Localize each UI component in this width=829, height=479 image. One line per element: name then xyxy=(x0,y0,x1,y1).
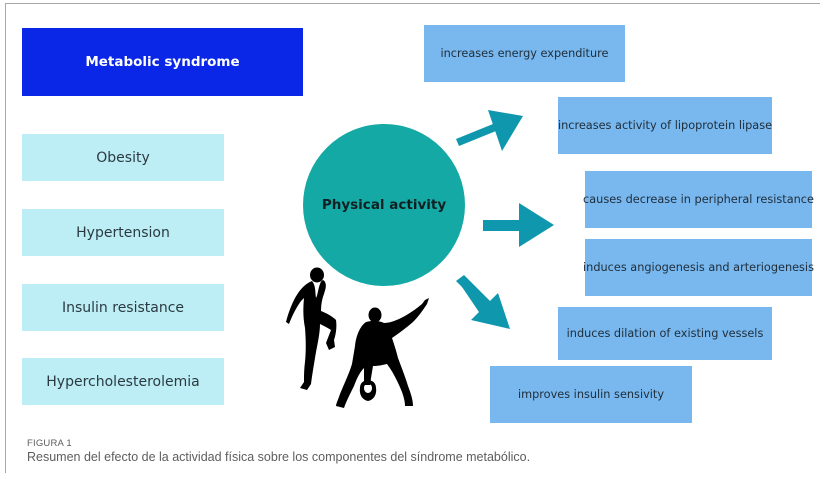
condition-label: Hypercholesterolemia xyxy=(46,373,200,390)
effect-box-angiogenesis: induces angiogenesis and arteriogenesis xyxy=(583,239,814,296)
figure-caption: FIGURA 1 Resumen del efecto de la activi… xyxy=(27,438,530,464)
effect-label: improves insulin sensivity xyxy=(517,388,665,401)
condition-box-obesity: Obesity xyxy=(22,134,224,181)
arrow-icon xyxy=(483,203,554,247)
condition-box-hypercholesterolemia: Hypercholesterolemia xyxy=(22,358,224,405)
effect-label: causes decrease in peripheral resistance xyxy=(583,193,814,206)
effect-box-vessel-dilation: induces dilation of existing vessels xyxy=(558,307,772,360)
effect-box-lipoprotein-lipase: increases activity of lipoprotein lipase xyxy=(558,97,772,154)
condition-label: Hypertension xyxy=(76,224,170,241)
figure-frame-left xyxy=(5,3,6,473)
effect-label: induces angiogenesis and arteriogenesis xyxy=(583,261,814,274)
figure-frame-top xyxy=(5,3,820,4)
kettlebell-athlete-silhouette-icon xyxy=(336,298,429,408)
effect-box-peripheral-resistance: causes decrease in peripheral resistance xyxy=(583,171,814,228)
condition-box-hypertension: Hypertension xyxy=(22,209,224,256)
metabolic-syndrome-title-box: Metabolic syndrome xyxy=(22,28,303,96)
arrow-icon xyxy=(456,275,510,329)
effect-box-insulin-sensivity: improves insulin sensivity xyxy=(490,366,692,423)
runner-silhouette-icon xyxy=(286,267,337,390)
arrow-icon xyxy=(456,110,523,151)
condition-label: Insulin resistance xyxy=(61,299,185,316)
figure-caption-text: Resumen del efecto de la actividad físic… xyxy=(27,450,531,464)
physical-activity-label: Physical activity xyxy=(321,197,447,213)
condition-box-insulin-resistance: Insulin resistance xyxy=(22,284,224,331)
effect-label: increases activity of lipoprotein lipase xyxy=(557,119,773,132)
effect-box-energy-expenditure: increases energy expenditure xyxy=(424,25,625,82)
figure-label: FIGURA 1 xyxy=(27,438,72,449)
effect-label: increases energy expenditure xyxy=(440,47,609,60)
condition-label: Obesity xyxy=(96,149,150,166)
metabolic-syndrome-title: Metabolic syndrome xyxy=(85,54,240,70)
effect-label: induces dilation of existing vessels xyxy=(566,327,764,340)
physical-activity-circle: Physical activity xyxy=(303,124,465,286)
